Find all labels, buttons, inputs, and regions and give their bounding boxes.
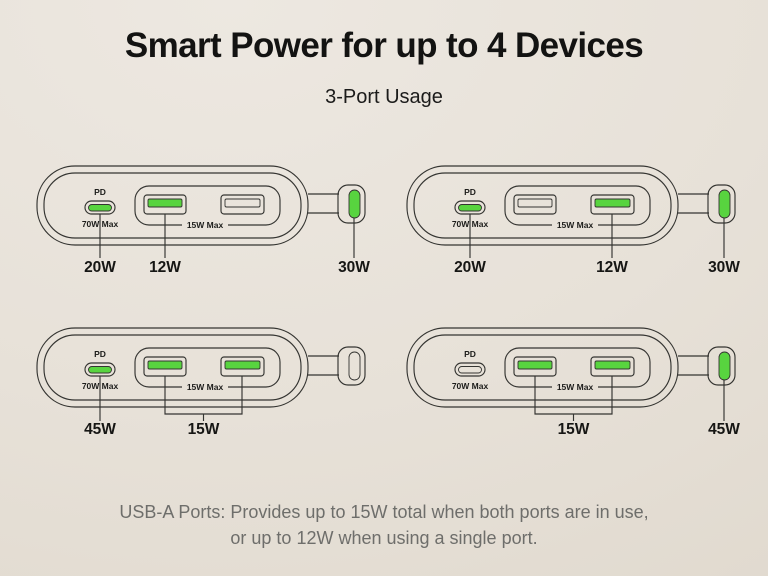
usba-ports-group-outline (134, 185, 281, 226)
usba-max-label: 15W Max (557, 220, 594, 230)
cable-watt-label: 30W (338, 259, 370, 276)
usba-ports-note: USB-A Ports: Provides up to 15W total wh… (0, 499, 768, 551)
usba-port-1 (143, 356, 187, 377)
note-line-2: or up to 12W when using a single port. (230, 528, 538, 548)
cable-watt-label: 45W (708, 421, 740, 438)
usba-port-1 (513, 356, 557, 377)
pd-label: PD (94, 349, 106, 359)
builtin-cable-connector (337, 184, 366, 224)
builtin-cable-connector (707, 184, 736, 224)
usba-shared-bracket (164, 376, 243, 421)
leader-lines (469, 214, 725, 258)
powerbank-diagram-bottom-right: PD 70W Max 15W Max 15W 45W (406, 327, 740, 438)
usbc-port (454, 362, 486, 377)
usba-shared-bracket (534, 376, 613, 421)
usba-ports-group-outline (504, 347, 651, 388)
leader-lines (99, 376, 243, 421)
pd-label: PD (94, 187, 106, 197)
usba-port-1 (143, 194, 187, 215)
builtin-cable-connector (707, 346, 736, 386)
powerbank-body (36, 165, 339, 246)
usba-port-1 (513, 194, 557, 215)
powerbank-body (36, 327, 339, 408)
leader-lines (99, 214, 355, 258)
usbc-max-label: 70W Max (452, 219, 489, 229)
usba-max-label: 15W Max (187, 382, 224, 392)
usbc-max-label: 70W Max (452, 381, 489, 391)
usba-max-label: 15W Max (557, 382, 594, 392)
powerbank-diagram-bottom-left: PD 70W Max 15W Max 45W 15W (36, 327, 366, 438)
cable-watt-label: 30W (708, 259, 740, 276)
usba-port-2 (220, 356, 265, 377)
usba-ports-group-outline (504, 185, 651, 226)
usba-max-label: 15W Max (187, 220, 224, 230)
powerbank-body (406, 327, 709, 408)
powerbank-diagram-top-left: PD 70W Max 15W Max 20W 12W 30W (36, 165, 370, 276)
powerbank-body (406, 165, 709, 246)
usba-watt-label: 12W (596, 259, 628, 276)
pd-label: PD (464, 349, 476, 359)
usbc-watt-label: 20W (454, 259, 486, 276)
usba-watt-label: 15W (188, 421, 220, 438)
usba-ports-group-outline (134, 347, 281, 388)
page-subtitle: 3-Port Usage (325, 86, 443, 108)
usbc-max-label: 70W Max (82, 381, 119, 391)
note-line-1: USB-A Ports: Provides up to 15W total wh… (119, 502, 649, 522)
usbc-watt-label: 45W (84, 421, 116, 438)
usba-port-2 (220, 194, 265, 215)
usbc-watt-label: 20W (84, 259, 116, 276)
leader-lines (534, 376, 725, 421)
usbc-max-label: 70W Max (82, 219, 119, 229)
powerbank-diagram-top-right: PD 70W Max 15W Max 20W 12W 30W (406, 165, 740, 276)
usbc-port (454, 200, 486, 215)
usbc-port (84, 200, 116, 215)
usba-watt-label: 12W (149, 259, 181, 276)
pd-label: PD (464, 187, 476, 197)
builtin-cable-connector (337, 346, 366, 386)
usbc-port (84, 362, 116, 377)
usba-watt-label: 15W (558, 421, 590, 438)
usba-port-2 (590, 194, 635, 215)
usba-port-2 (590, 356, 635, 377)
page-title: Smart Power for up to 4 Devices (124, 26, 644, 65)
